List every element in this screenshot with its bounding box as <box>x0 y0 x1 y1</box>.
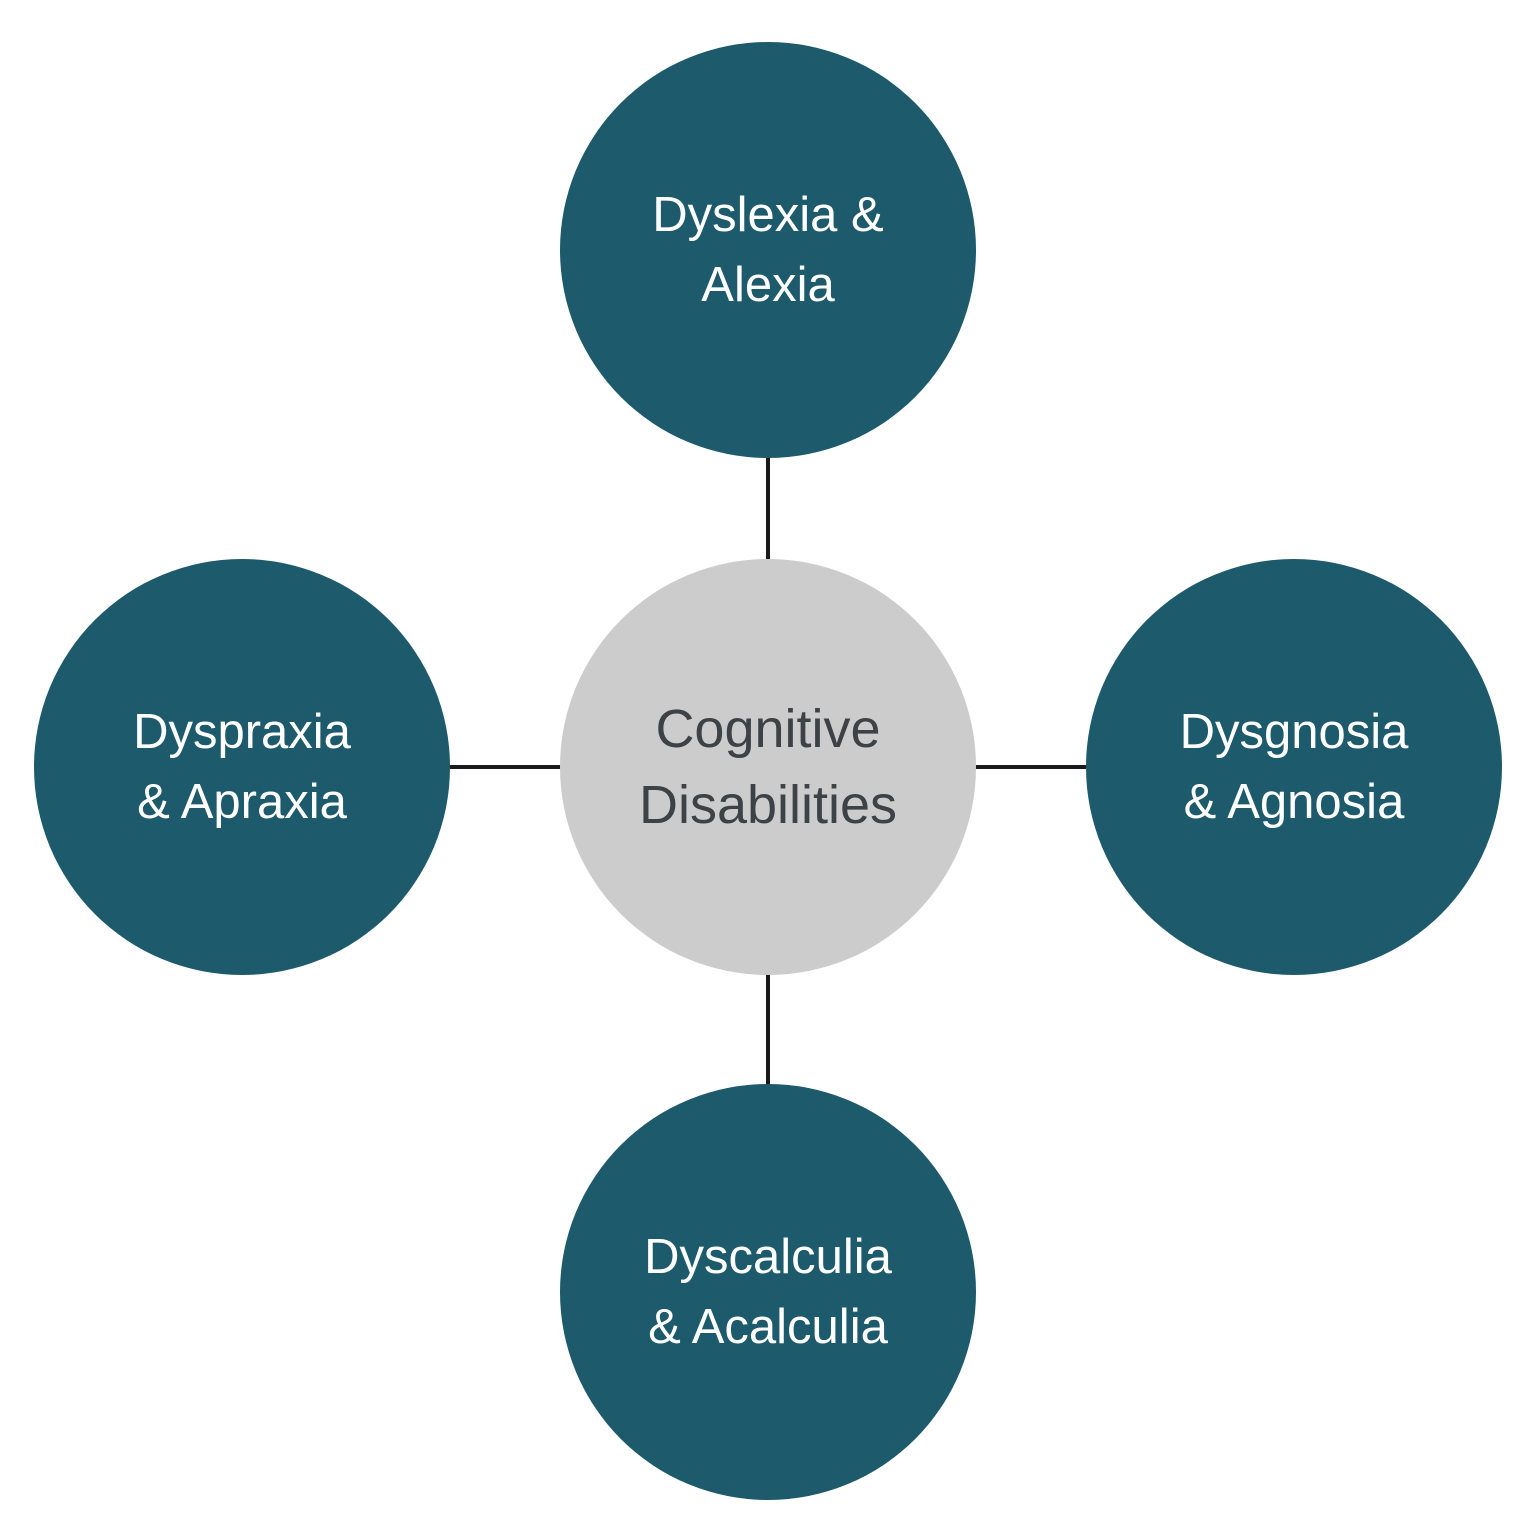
node-right-line2: & Agnosia <box>1183 775 1405 829</box>
node-bottom-line1: Dyscalculia <box>644 1230 892 1284</box>
node-dyscalculia-acalculia: Dyscalculia & Acalculia <box>560 1084 976 1500</box>
node-left-line1: Dyspraxia <box>133 705 351 759</box>
node-center-line2: Disabilities <box>638 775 898 835</box>
node-dysgnosia-agnosia: Dysgnosia & Agnosia <box>1086 559 1502 975</box>
node-top-line2: Alexia <box>701 258 835 312</box>
node-dyscalculia-acalculia-label: Dyscalculia & Acalculia <box>644 1222 892 1362</box>
node-dysgnosia-agnosia-label: Dysgnosia & Agnosia <box>1180 697 1409 837</box>
node-dyspraxia-apraxia: Dyspraxia & Apraxia <box>34 559 450 975</box>
connector-right <box>974 765 1086 769</box>
node-top-line1: Dyslexia & <box>652 188 884 242</box>
node-right-line1: Dysgnosia <box>1179 705 1409 759</box>
node-dyslexia-alexia: Dyslexia & Alexia <box>560 42 976 458</box>
connector-bottom <box>766 974 770 1086</box>
node-left-line2: & Apraxia <box>137 775 347 829</box>
node-center-label: Cognitive Disabilities <box>639 691 897 843</box>
connector-left <box>450 765 562 769</box>
node-cognitive-disabilities: Cognitive Disabilities <box>560 559 976 975</box>
connector-top <box>766 452 770 562</box>
node-center-line1: Cognitive <box>655 699 881 759</box>
node-bottom-line2: & Acalculia <box>648 1300 888 1354</box>
node-dyslexia-alexia-label: Dyslexia & Alexia <box>652 180 883 320</box>
node-dyspraxia-apraxia-label: Dyspraxia & Apraxia <box>133 697 351 837</box>
